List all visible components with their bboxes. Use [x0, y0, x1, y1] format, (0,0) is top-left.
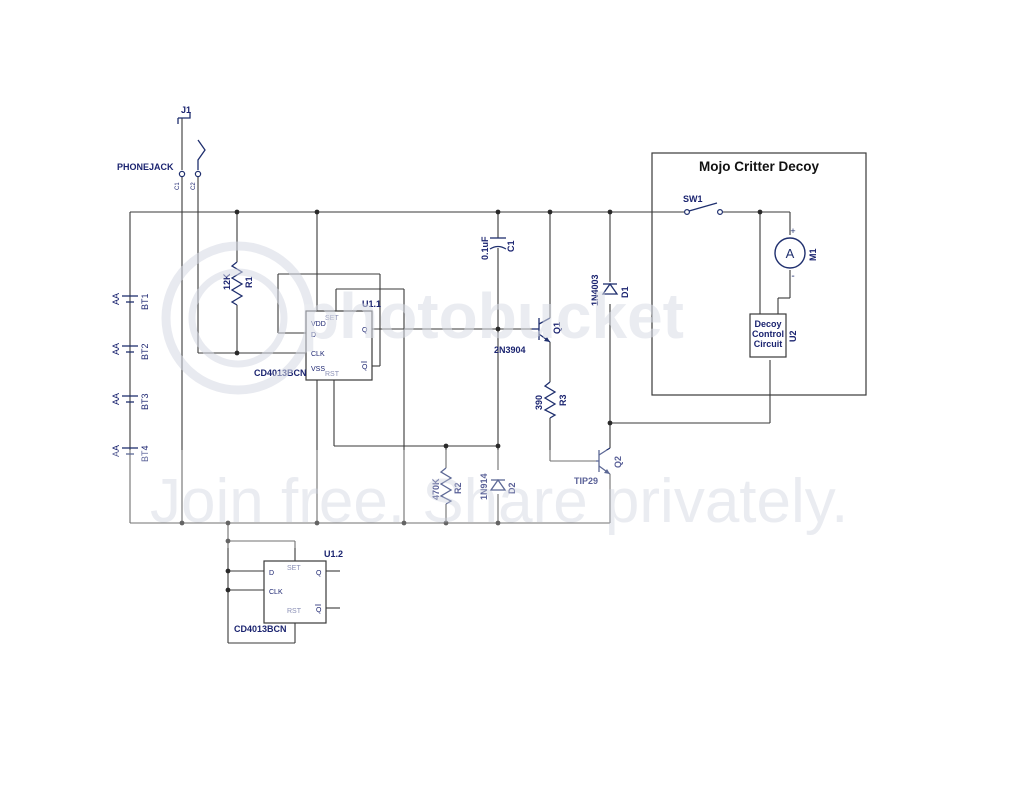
u2-line2: Control: [752, 329, 784, 339]
ic-u1-2: U1.2 CD4013BCN SET D CLK RST Q Q: [234, 549, 343, 634]
u11-pin-rst: RST: [325, 371, 340, 378]
bt1-ref: BT1: [140, 293, 150, 310]
d1-value: 1N4003: [590, 274, 600, 306]
u2-ref: U2: [788, 330, 798, 342]
u11-pin-clk: CLK: [311, 351, 325, 358]
j1-phonejack: J1 PHONEJACK C1 C2: [117, 105, 206, 190]
u11-pin-vss: VSS: [311, 366, 325, 373]
transistor-q2: Q2 TIP29: [574, 447, 623, 486]
j1-pin1-label: C1: [175, 182, 181, 190]
d2-ref: D2: [507, 482, 517, 494]
watermark: photobucket Join free. Share privately.: [30, 241, 975, 548]
m1-ref: M1: [808, 248, 818, 261]
sw1-label: SW1: [683, 194, 703, 204]
resistor-r1: 12K R1: [222, 261, 254, 306]
r3-value: 390: [534, 395, 544, 410]
battery-bt2: AA BT2: [111, 343, 150, 360]
bt1-value: AA: [111, 293, 121, 305]
u12-pin-set: SET: [287, 565, 301, 572]
m1-minus: -: [791, 271, 794, 282]
u12-part: CD4013BCN: [234, 624, 287, 634]
q1-ref: Q1: [552, 322, 562, 334]
r2-ref: R2: [453, 482, 463, 494]
q2-value: TIP29: [574, 476, 598, 486]
u12-pin-q: Q: [316, 570, 322, 577]
junctions: [179, 209, 763, 593]
u11-pin-set: SET: [325, 315, 339, 322]
r3-ref: R3: [558, 394, 568, 406]
j1-type-label: PHONEJACK: [117, 162, 174, 172]
capacitor-c1: 0.1uF C1: [480, 236, 516, 260]
c1-value: 0.1uF: [480, 236, 490, 260]
diode-d1: 1N4003 D1: [590, 274, 630, 306]
bt4-value: AA: [111, 445, 121, 457]
diode-d2: 1N914 D2: [479, 473, 517, 500]
u11-ref: U1.1: [362, 299, 381, 309]
watermark-slogan: Join free. Share privately.: [150, 467, 848, 536]
switch-sw1: SW1: [683, 194, 723, 216]
diagram-title: Mojo Critter Decoy: [699, 159, 820, 174]
u12-pin-clk: CLK: [269, 589, 283, 596]
m1-symbol: A: [786, 246, 795, 261]
j1-pin2-label: C2: [191, 182, 197, 190]
wires: [129, 118, 791, 644]
q2-ref: Q2: [613, 456, 623, 468]
battery-bt4: AA BT4: [111, 445, 150, 462]
bt3-value: AA: [111, 393, 121, 405]
u12-pin-d: D: [269, 570, 274, 577]
u2-line3: Circuit: [754, 339, 783, 349]
bt4-ref: BT4: [140, 445, 150, 462]
bt2-value: AA: [111, 343, 121, 355]
j1-label: J1: [181, 105, 191, 115]
battery-bt3: AA BT3: [111, 393, 150, 410]
ic-u2: Decoy Control Circuit U2: [749, 313, 798, 358]
u12-pin-qn: Q: [316, 607, 322, 614]
u11-pin-q: Q: [362, 327, 368, 334]
bt2-ref: BT2: [140, 343, 150, 360]
r1-value: 12K: [222, 273, 232, 290]
u2-line1: Decoy: [754, 319, 781, 329]
battery-bt1: AA BT1: [111, 293, 150, 310]
transistor-q1: Q1 2N3904: [494, 317, 562, 355]
resistor-r3: 390 R3: [534, 381, 568, 419]
u11-pin-vdd: VDD: [311, 321, 326, 328]
c1-ref: C1: [506, 240, 516, 252]
u11-pin-d: D: [311, 332, 316, 339]
u12-pin-rst: RST: [287, 608, 302, 615]
q1-value: 2N3904: [494, 345, 526, 355]
resistor-r2: 470K R2: [431, 467, 463, 505]
r1-ref: R1: [244, 276, 254, 288]
u11-pin-qn: Q: [362, 364, 368, 371]
d1-ref: D1: [620, 286, 630, 298]
r2-value: 470K: [431, 478, 441, 500]
watermark-brand: photobucket: [300, 280, 684, 352]
m1-plus: +: [790, 226, 795, 236]
bt3-ref: BT3: [140, 393, 150, 410]
d2-value: 1N914: [479, 473, 489, 500]
u12-ref: U1.2: [324, 549, 343, 559]
decoy-enclosure: [651, 152, 867, 396]
motor-m1: A + - M1: [774, 226, 818, 282]
